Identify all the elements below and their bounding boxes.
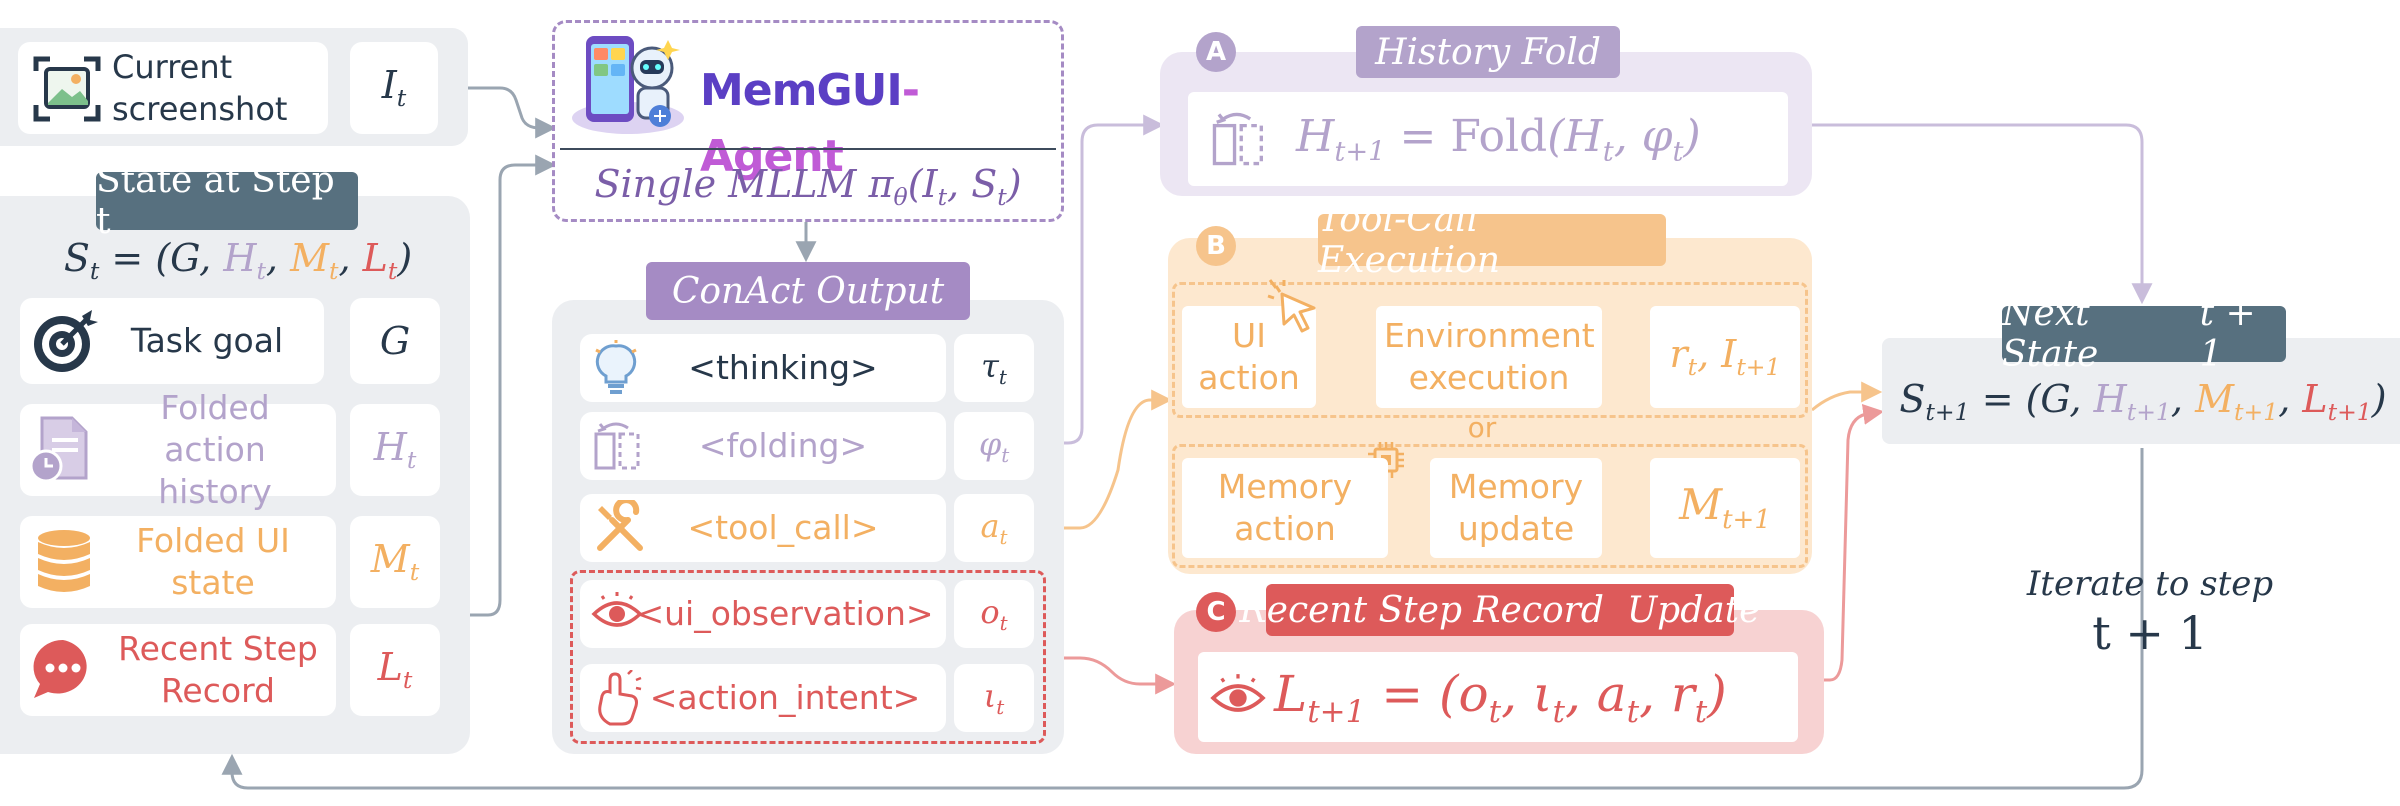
ui-observation-card: <ui_observation> xyxy=(580,580,946,648)
document-clock-icon xyxy=(29,416,88,483)
state-formula: St = (G, Ht, Mt, Lt) xyxy=(63,236,413,286)
env-exec-label: Environment execution xyxy=(1384,316,1595,397)
thinking-symbol-card: τt xyxy=(954,334,1034,402)
folded-history-symbol-card: Ht xyxy=(350,404,440,496)
folded-ui-card: Folded UI state xyxy=(20,516,336,608)
agent-logo-part-b: -Agent xyxy=(700,65,920,182)
target-icon xyxy=(34,310,98,372)
iterate-line2: t + 1 xyxy=(2092,606,2208,660)
recent-step-title: Recent Step Record Update xyxy=(1240,584,1760,636)
history-fold-title: History Fold xyxy=(1356,26,1620,78)
folding-tag: <folding> xyxy=(698,426,868,465)
chat-bubble-icon xyxy=(33,639,87,698)
thinking-card: <thinking> xyxy=(580,334,946,402)
recent-record-card: Recent Step Record xyxy=(20,624,336,716)
iterate-label: Iterate to step t + 1 xyxy=(2010,562,2290,662)
ui-action-group xyxy=(1172,282,1808,418)
folded-ui-symbol: Mt xyxy=(370,537,420,587)
recent-step-formula: Lt+1 = (ot, ιt, at, rt) xyxy=(1274,664,1727,730)
eye-icon xyxy=(591,592,643,627)
folding-symbol-card: φt xyxy=(954,412,1034,480)
history-fold-badge: A xyxy=(1196,32,1236,72)
ui-observation-symbol: ot xyxy=(980,593,1008,635)
recent-record-symbol: Lt xyxy=(377,645,413,695)
agent-policy-formula: πθ(It, St) xyxy=(868,162,1022,212)
observation-intent-group xyxy=(570,570,1046,744)
task-goal-symbol-card: G xyxy=(350,298,440,384)
agent-policy-label: Single MLLM xyxy=(594,162,857,206)
memory-action-label: Memory action xyxy=(1217,467,1353,548)
env-result-card: rt, It+1 xyxy=(1650,306,1800,408)
next-state-formula: St+1 = (G, Ht+1, Mt+1, Lt+1) xyxy=(1899,377,2387,427)
env-exec-card: Environment execution xyxy=(1376,306,1602,408)
memory-result: Mt+1 xyxy=(1679,480,1771,536)
screenshot-icon xyxy=(33,56,101,122)
memory-update-card: Memory update xyxy=(1430,458,1602,558)
task-goal-label: Task goal xyxy=(130,321,284,360)
cursor-click-icon xyxy=(1267,279,1316,333)
or-text: or xyxy=(1467,411,1497,444)
tool-call-tag: <tool_call> xyxy=(687,508,879,547)
task-goal-card: Task goal xyxy=(20,298,324,384)
next-state-title: Next State t + 1 xyxy=(2002,293,2286,375)
recent-record-label: Recent Step Record xyxy=(118,629,318,710)
lightbulb-icon xyxy=(595,340,637,394)
memory-action-group xyxy=(1172,444,1808,568)
ui-action-card[interactable]: UI action xyxy=(1182,306,1316,408)
recent-record-symbol-card: Lt xyxy=(350,624,440,716)
agent-policy: Single MLLM πθ(It, St) xyxy=(560,152,1056,216)
agent-logo-text: MemGUI-Agent xyxy=(700,58,1060,182)
recent-step-formula-card: Lt+1 = (ot, ιt, at, rt) xyxy=(1198,652,1798,742)
database-icon xyxy=(38,530,90,592)
robot-phone-icon xyxy=(572,36,684,134)
folding-card: <folding> xyxy=(580,412,946,480)
folded-history-symbol: Ht xyxy=(373,425,417,475)
fold-icon xyxy=(1212,112,1263,166)
action-intent-symbol-card: ιt xyxy=(954,664,1034,732)
env-result: rt, It+1 xyxy=(1669,332,1781,382)
memory-result-card: Mt+1 xyxy=(1650,458,1800,558)
folded-history-card: Folded action history xyxy=(20,388,336,511)
state-title: State at Step t xyxy=(96,160,358,242)
conact-title: ConAct Output xyxy=(646,262,970,320)
pointer-hand-icon xyxy=(598,670,642,726)
action-intent-symbol: ιt xyxy=(983,677,1005,719)
folded-ui-label: Folded UI state xyxy=(136,521,290,602)
history-fold-formula: Ht+1 = Fold(Ht, φt) xyxy=(1296,110,1701,168)
ui-action-label: UI action xyxy=(1198,316,1300,397)
agent-divider xyxy=(560,148,1056,150)
folded-history-label: Folded action history xyxy=(158,388,272,511)
tool-call-symbol: at xyxy=(980,507,1008,549)
history-fold-formula-card: Ht+1 = Fold(Ht, φt) xyxy=(1188,92,1788,186)
tool-call-symbol-card: at xyxy=(954,494,1034,562)
folded-ui-symbol-card: Mt xyxy=(350,516,440,608)
memory-action-card[interactable]: Memory action xyxy=(1182,458,1388,558)
memory-update-label: Memory update xyxy=(1448,467,1584,548)
screenshot-card: Current screenshot xyxy=(18,42,328,134)
agent-logo-part-a: MemGUI xyxy=(700,65,903,116)
action-intent-tag: <action_intent> xyxy=(649,678,921,717)
tools-icon xyxy=(597,500,643,551)
task-goal-symbol: G xyxy=(379,319,411,363)
screenshot-label: Current screenshot xyxy=(112,48,288,128)
action-intent-card: <action_intent> xyxy=(580,664,946,732)
recent-step-badge: C xyxy=(1196,592,1236,632)
tool-call-exec-badge: B xyxy=(1196,226,1236,266)
thinking-tag: <thinking> xyxy=(688,348,878,387)
screenshot-symbol-card: It xyxy=(350,42,438,134)
screenshot-symbol: It xyxy=(381,63,407,113)
eye-icon xyxy=(1210,674,1266,712)
tool-call-exec-title: Tool-Call Execution xyxy=(1318,199,1666,281)
ui-observation-symbol-card: ot xyxy=(954,580,1034,648)
next-state-title-text: Next State xyxy=(2002,293,2110,375)
thinking-symbol: τt xyxy=(981,347,1007,389)
folding-symbol: φt xyxy=(978,425,1010,467)
fold-icon xyxy=(594,422,640,470)
iterate-line1: Iterate to step xyxy=(2026,564,2274,604)
ui-observation-tag: <ui_observation> xyxy=(636,594,934,633)
tool-call-card: <tool_call> xyxy=(580,494,946,562)
